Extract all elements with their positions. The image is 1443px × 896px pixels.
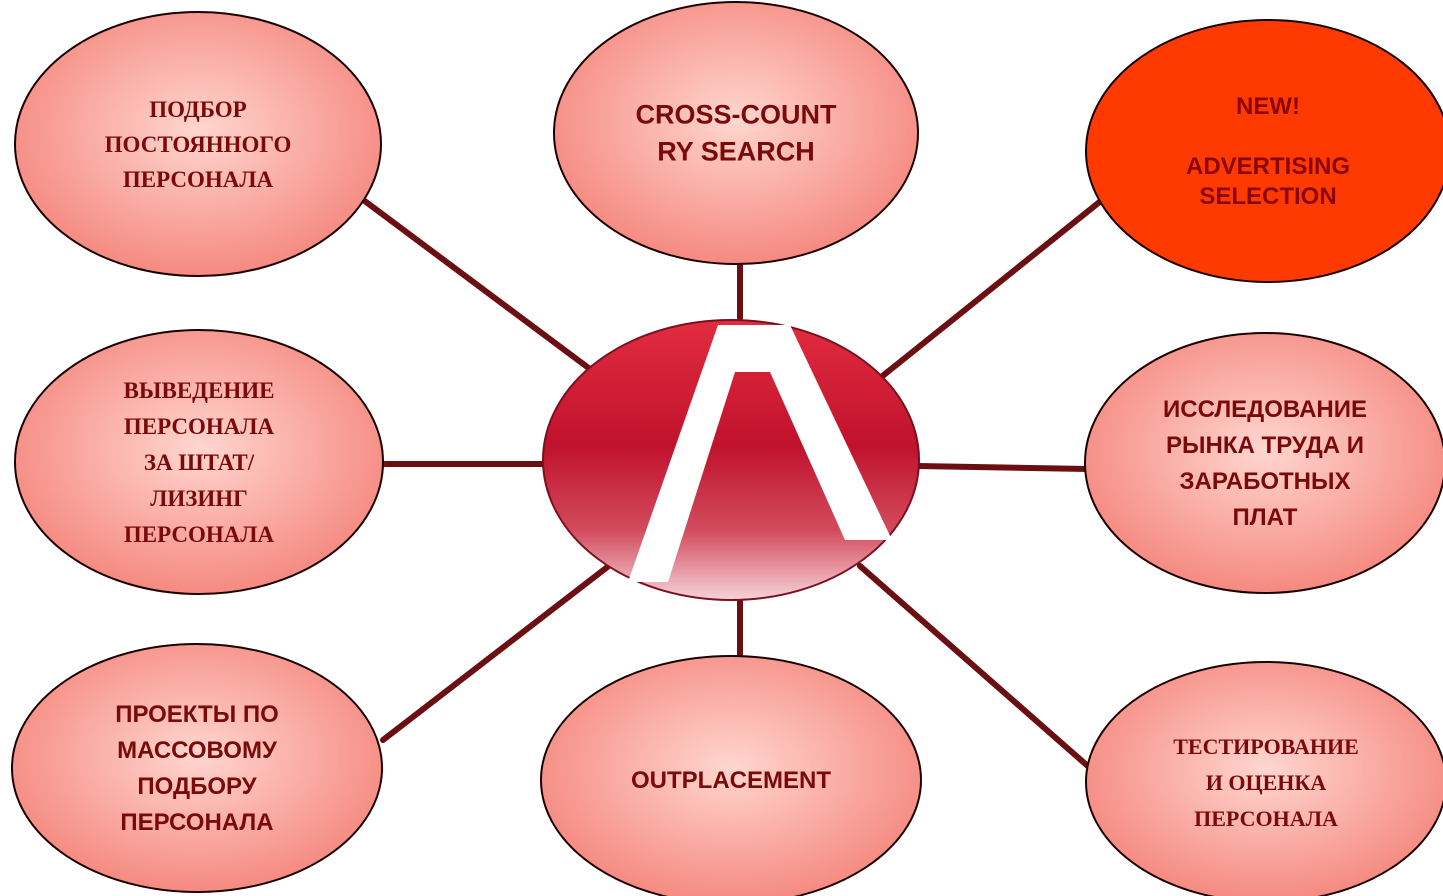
connector-bottom-left xyxy=(380,562,613,743)
connector-top-left xyxy=(355,193,601,378)
node-label-line: ПЕРСОНАЛА xyxy=(124,522,275,547)
node-label-line: ADVERTISING xyxy=(1186,153,1350,180)
node-label-line: ЗАРАБОТНЫХ xyxy=(1179,468,1350,495)
node-label-line: ИССЛЕДОВАНИЕ xyxy=(1163,396,1367,423)
node-label-line: ПЕРСОНАЛА xyxy=(1194,806,1338,831)
node-label-line: ПЛАТ xyxy=(1233,504,1298,531)
node-bottom-center: OUTPLACEMENT xyxy=(540,655,922,896)
node-label-line: NEW! xyxy=(1236,93,1300,120)
node-label-line: OUTPLACEMENT xyxy=(631,767,831,794)
node-label-line: ПЕРСОНАЛА xyxy=(123,167,274,192)
connector-bottom-right xyxy=(857,563,1093,771)
node-label-line: ПЕРСОНАЛА xyxy=(120,809,273,836)
node-label-line: ПОСТОЯННОГО xyxy=(105,132,292,157)
node-label-line: ПОДБОРУ xyxy=(137,773,257,800)
connector-middle-right xyxy=(915,463,1091,472)
node-top-center: CROSS-COUNT RY SEARCH xyxy=(553,1,919,265)
node-label-line: ПЕРСОНАЛА xyxy=(124,414,275,439)
node-label-line: ВЫВЕДЕНИЕ xyxy=(124,378,275,403)
node-label-line: И ОЦЕНКА xyxy=(1206,770,1327,795)
node-top-right: NEW! ADVERTISING SELECTION xyxy=(1085,19,1443,283)
node-label-line: ЗА ШТАТ/ xyxy=(144,450,255,475)
node-label-line: ПРОЕКТЫ ПО xyxy=(115,701,279,728)
node-label-line: МАССОВОМУ xyxy=(117,737,278,764)
node-label-line: SELECTION xyxy=(1199,183,1336,210)
node-bottom-left: ПРОЕКТЫ ПО МАССОВОМУ ПОДБОРУ ПЕРСОНАЛА xyxy=(11,643,383,893)
node-label-line: CROSS-COUNT xyxy=(636,100,838,130)
node-label-line: РЫНКА ТРУДА И xyxy=(1166,432,1364,459)
node-label-line: ЛИЗИНГ xyxy=(150,486,248,511)
center-hub xyxy=(542,319,920,601)
node-label-line: ПОДБОР xyxy=(149,97,246,122)
node-label-line: RY SEARCH xyxy=(657,137,815,167)
letter-a-logo-icon xyxy=(628,325,892,582)
connector-top-right xyxy=(877,193,1110,381)
svg-text:OUTPLACEMENT: OUTPLACEMENT xyxy=(631,767,831,794)
node-top-left: ПОДБОР ПОСТОЯННОГО ПЕРСОНАЛА xyxy=(14,11,382,277)
node-middle-right: ИССЛЕДОВАНИЕ РЫНКА ТРУДА И ЗАРАБОТНЫХ ПЛАТ xyxy=(1084,332,1443,594)
node-bottom-right: ТЕСТИРОВАНИЕ И ОЦЕНКА ПЕРСОНАЛА xyxy=(1085,661,1443,896)
connector-lines xyxy=(355,193,1110,771)
node-label-line: ТЕСТИРОВАНИЕ xyxy=(1173,734,1359,759)
node-middle-left: ВЫВЕДЕНИЕ ПЕРСОНАЛА ЗА ШТАТ/ЛИЗИНГ ПЕРСОНАЛ… xyxy=(14,329,384,595)
